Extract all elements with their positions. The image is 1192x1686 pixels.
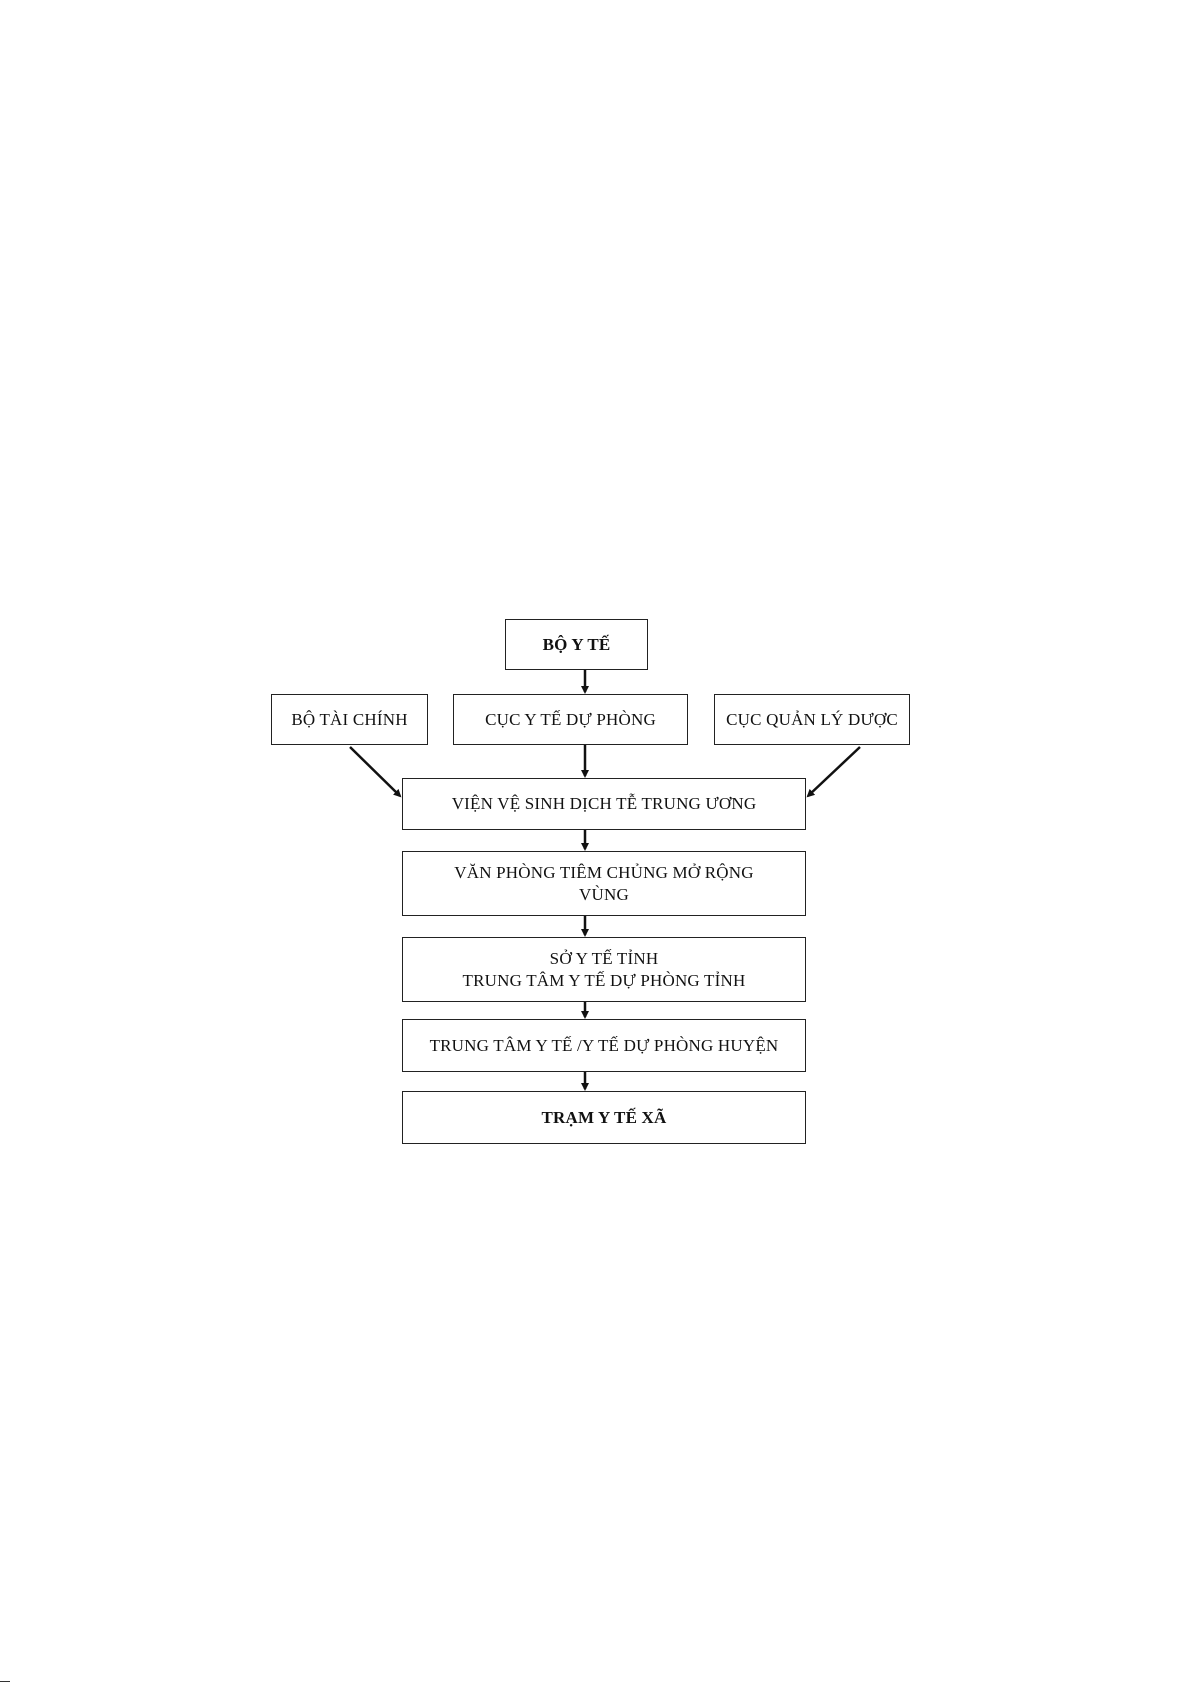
node-cuc-y-te-du-phong: CỤC Y TẾ DỰ PHÒNG (453, 694, 688, 745)
node-label: VIỆN VỆ SINH DỊCH TỄ TRUNG ƯƠNG (452, 793, 757, 815)
node-label-line-2: VÙNG (579, 884, 629, 906)
node-label-line-2: TRUNG TÂM Y TẾ DỰ PHÒNG TỈNH (463, 970, 746, 992)
node-tram-y-te-xa: TRẠM Y TẾ XÃ (402, 1091, 806, 1144)
node-so-y-te-tinh: SỞ Y TẾ TỈNH TRUNG TÂM Y TẾ DỰ PHÒNG TỈN… (402, 937, 806, 1002)
node-label: TRUNG TÂM Y TẾ /Y TẾ DỰ PHÒNG HUYỆN (430, 1035, 779, 1057)
node-label: BỘ Y TẾ (543, 634, 611, 656)
node-label: TRẠM Y TẾ XÃ (541, 1107, 666, 1129)
node-ttyt-huyen: TRUNG TÂM Y TẾ /Y TẾ DỰ PHÒNG HUYỆN (402, 1019, 806, 1072)
node-label-line-1: VĂN PHÒNG TIÊM CHỦNG MỞ RỘNG (454, 862, 754, 884)
page-corner-mark (0, 1681, 10, 1686)
node-label-line-1: SỞ Y TẾ TỈNH (550, 948, 659, 970)
arrow-bo-tai-chinh-to-vien (350, 747, 400, 796)
node-vien-ve-sinh-dich-te: VIỆN VỆ SINH DỊCH TỄ TRUNG ƯƠNG (402, 778, 806, 830)
node-cuc-quan-ly-duoc: CỤC QUẢN LÝ DƯỢC (714, 694, 910, 745)
node-label: BỘ TÀI CHÍNH (291, 709, 407, 731)
node-van-phong-tcmr: VĂN PHÒNG TIÊM CHỦNG MỞ RỘNG VÙNG (402, 851, 806, 916)
node-label: CỤC Y TẾ DỰ PHÒNG (485, 709, 656, 731)
node-label: CỤC QUẢN LÝ DƯỢC (726, 709, 898, 731)
node-bo-y-te: BỘ Y TẾ (505, 619, 648, 670)
arrow-cuc-qld-to-vien (808, 747, 860, 796)
node-bo-tai-chinh: BỘ TÀI CHÍNH (271, 694, 428, 745)
